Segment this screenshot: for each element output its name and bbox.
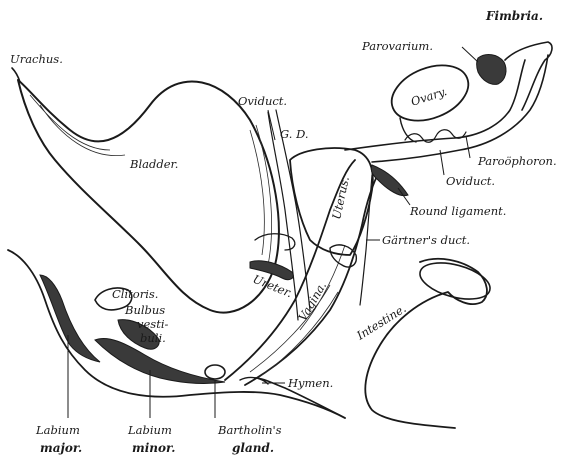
uterus-cervix — [330, 245, 356, 267]
ovary-stalk — [400, 118, 416, 142]
urachus-line — [12, 68, 20, 82]
label-urachus: Urachus. — [10, 52, 63, 66]
label-gd: G. D. — [280, 127, 309, 141]
parovarium-leader — [462, 47, 478, 62]
label-hymen: Hymen. — [287, 376, 333, 390]
label-round-ligament: Round ligament. — [409, 204, 506, 218]
label-bulbus-2: vesti- — [137, 317, 169, 331]
label-bartholin-2: gland. — [232, 441, 274, 455]
label-ovary: Ovary. — [409, 84, 448, 109]
label-bulbus-1: Bulbus — [124, 303, 165, 317]
label-parovarium: Parovarium. — [361, 39, 433, 53]
label-oviduct-top: Oviduct. — [238, 94, 287, 108]
labium-major-fold — [40, 275, 100, 362]
oviduct-coil — [405, 130, 466, 143]
label-labium-minor-1: Labium — [127, 423, 172, 437]
label-clitoris: Clitoris. — [112, 287, 158, 301]
label-fimbria: Fimbria. — [485, 9, 543, 23]
bladder-wall-hatching — [30, 95, 272, 265]
label-intestine: Intestine. — [353, 301, 408, 343]
labium-minor-shape — [95, 338, 225, 383]
bartholins-gland-shape — [205, 365, 225, 379]
round-ligament-shape — [371, 165, 408, 196]
uterus-outline — [290, 148, 373, 255]
label-bartholin-1: Bartholin's — [217, 423, 282, 437]
paroophoron-leader — [466, 136, 470, 158]
label-paroophoron: Paroöphoron. — [477, 154, 557, 168]
label-gartners-duct: Gärtner's duct. — [382, 233, 470, 247]
label-oviduct-right: Oviduct. — [446, 174, 495, 188]
fimbria-shape — [505, 42, 552, 110]
label-labium-minor-2: minor. — [132, 441, 175, 455]
label-bulbus-3: buli. — [140, 331, 166, 345]
label-labium-major-1: Labium — [35, 423, 80, 437]
label-labium-major-2: major. — [40, 441, 82, 455]
label-uterus: Uterus. — [329, 175, 352, 221]
label-bladder: Bladder. — [129, 157, 178, 171]
bladder-outline — [18, 80, 279, 313]
parovarium-shape — [477, 55, 507, 85]
